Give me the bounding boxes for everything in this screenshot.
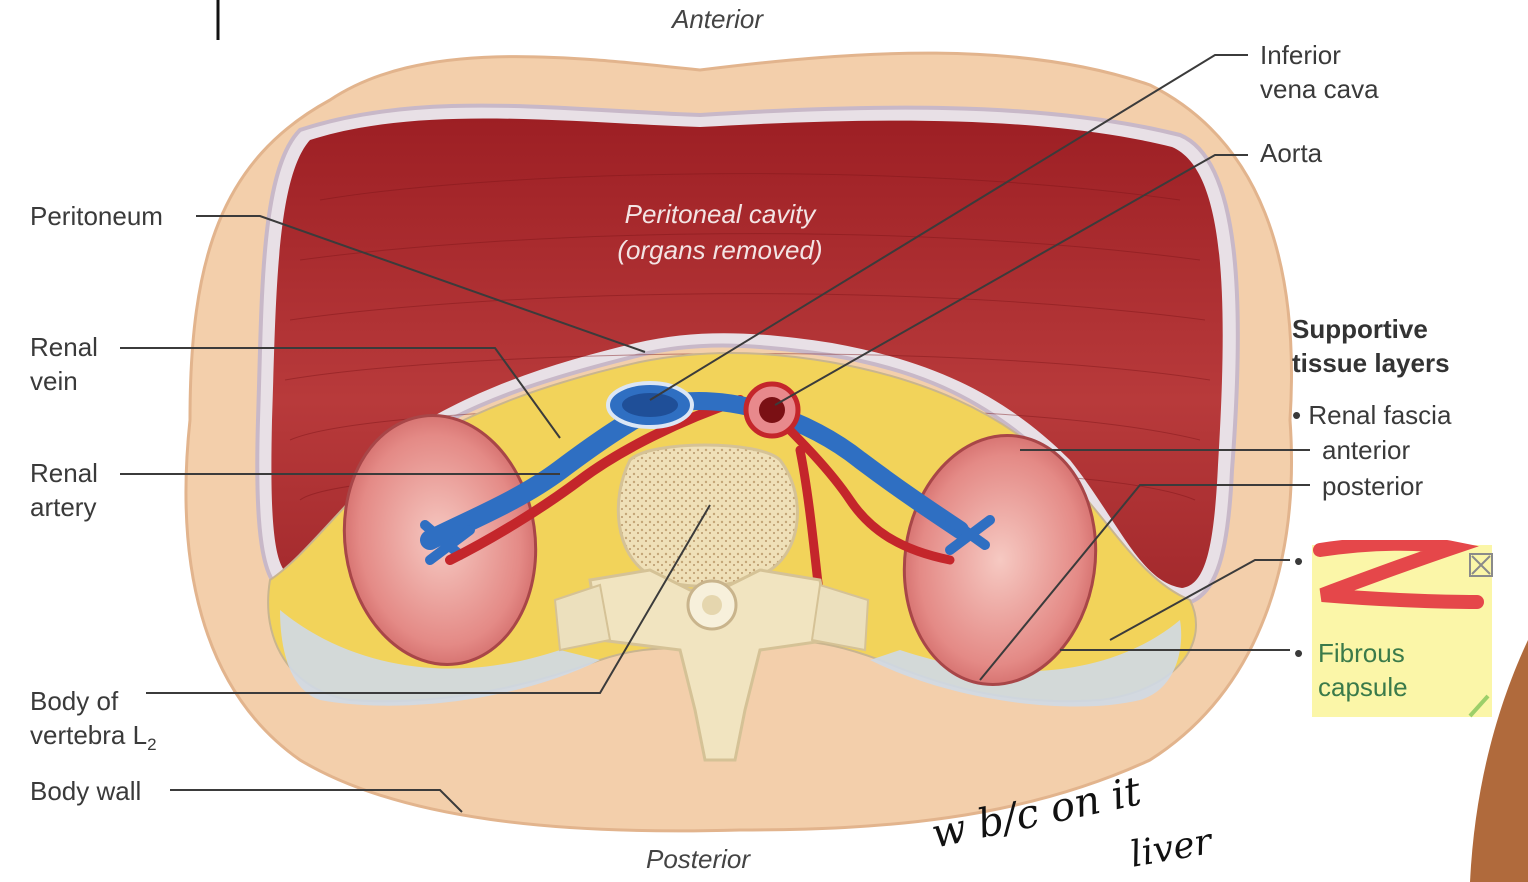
leader-perirenal xyxy=(1109,559,1290,641)
vertebra-label: Body of vertebra L2 xyxy=(30,684,157,762)
fascia-anterior-label: anterior xyxy=(1322,435,1411,465)
renal-artery-line-2: artery xyxy=(30,492,97,522)
cavity-line-1: Peritoneal cavity xyxy=(624,199,816,229)
ivc-line-2: vena cava xyxy=(1260,74,1379,104)
note-corner xyxy=(1468,694,1490,718)
sticky-note xyxy=(1312,545,1492,717)
vertebra-line-1: Body of xyxy=(30,686,119,716)
vertebra-body xyxy=(616,443,799,588)
anterior-label: Anterior xyxy=(672,4,764,34)
right-renal-vein xyxy=(651,392,969,539)
fibrous-capsule-item: • xyxy=(1294,636,1303,670)
body-wall-label: Body wall xyxy=(30,776,142,806)
leader-posterior xyxy=(979,484,1310,681)
leader-aorta xyxy=(774,154,1248,406)
vertebra-text: vertebra L xyxy=(30,720,148,750)
renal-artery-line-1: Renal xyxy=(30,458,98,488)
leader-vertebra xyxy=(146,504,711,694)
leader-lines xyxy=(120,54,1310,813)
bullet: • xyxy=(1292,400,1302,430)
renal-fascia-item: • Renal fascia xyxy=(1292,398,1451,432)
aorta-label: Aorta xyxy=(1260,138,1323,168)
edge-overlay xyxy=(1470,640,1528,882)
red-redaction-mark xyxy=(1313,540,1493,609)
leader-ivc xyxy=(649,54,1248,401)
leader-peritoneum xyxy=(196,215,646,353)
left-renal-artery xyxy=(445,395,745,565)
peritoneal-cavity-label: Peritoneal cavity (organs removed) xyxy=(590,196,850,268)
bullet: • xyxy=(1294,638,1304,668)
ivc-line-1: Inferior xyxy=(1260,40,1341,70)
leader-body-wall xyxy=(170,789,463,813)
peritoneum-label: Peritoneum xyxy=(30,201,163,231)
posterior-label: Posterior xyxy=(646,844,751,874)
renal-fascia-label: Renal fascia xyxy=(1308,400,1452,430)
ivc-label: Inferior vena cava xyxy=(1260,38,1379,106)
renal-artery-label: Renal artery xyxy=(30,456,98,524)
fibrous-line-2: capsule xyxy=(1318,672,1408,702)
right-renal-artery xyxy=(765,405,955,565)
supportive-line-1: Supportive xyxy=(1292,314,1428,344)
renal-vein-line-2: vein xyxy=(30,366,78,396)
renal-vein-line-1: Renal xyxy=(30,332,98,362)
leader-renal-vein xyxy=(120,347,561,439)
supportive-tissue-heading: Supportive tissue layers xyxy=(1292,312,1450,380)
supportive-line-2: tissue layers xyxy=(1292,348,1450,378)
renal-vein-label: Renal vein xyxy=(30,330,98,398)
vertebra-line-2: vertebra L2 xyxy=(30,718,157,762)
cavity-line-2: (organs removed) xyxy=(617,235,823,265)
fascia-posterior-label: posterior xyxy=(1322,471,1424,501)
posterior-fascia-lower xyxy=(280,610,600,706)
peritoneal-cavity-wall xyxy=(271,118,1223,588)
vertebra-subscript: 2 xyxy=(147,735,157,755)
fibrous-line-1: Fibrous xyxy=(1318,638,1405,668)
fibrous-capsule-label: Fibrous capsule xyxy=(1318,636,1408,704)
redacted-item-bullet: • xyxy=(1294,546,1304,576)
